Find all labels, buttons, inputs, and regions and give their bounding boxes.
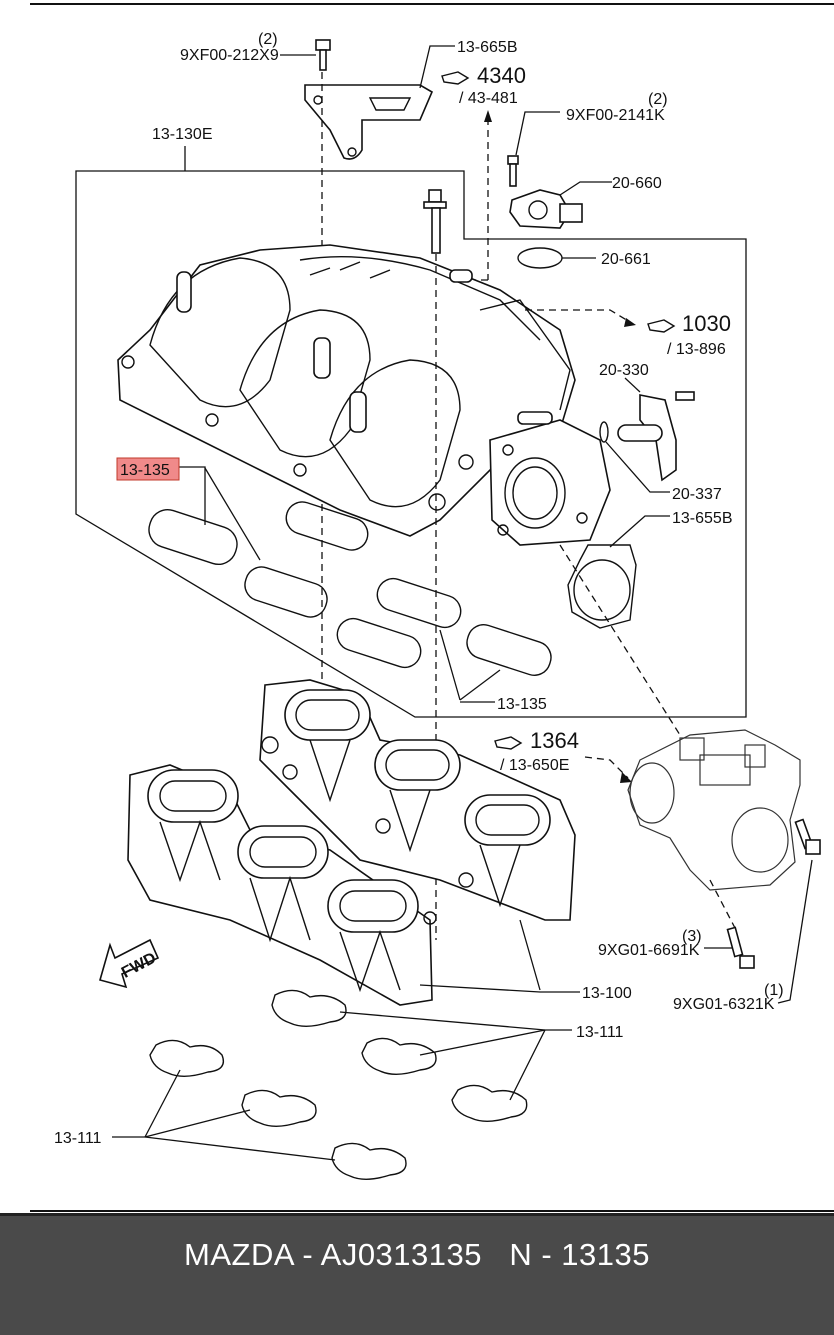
- intake-gaskets-upper: [148, 501, 552, 676]
- label-sensor-bolt-qty: (2): [648, 91, 668, 108]
- ref-icon-4340: [441, 71, 470, 85]
- label-lower-gasket-right: 13-111: [576, 1024, 624, 1041]
- label-lower-gasket-left: 13-111: [54, 1130, 102, 1147]
- ref-icon-1030: [647, 319, 676, 333]
- label-oring: 20-337: [672, 486, 722, 503]
- top-bolt: [315, 39, 331, 71]
- footer-rule: [0, 1213, 834, 1216]
- label-top-bolt-qty: (2): [258, 31, 278, 48]
- highlight-box: [116, 457, 180, 481]
- fwd-arrow: [99, 938, 160, 989]
- label-highlight-part: 13-135: [120, 462, 170, 479]
- manifold-bolt: [423, 189, 447, 254]
- label-sensor-gasket: 20-661: [601, 251, 651, 268]
- label-ref-4340: 4340: [477, 63, 526, 88]
- sensor-20-660: [507, 155, 583, 229]
- label-ref-1030: 1030: [682, 311, 731, 336]
- label-bracket: 13-665B: [457, 39, 518, 56]
- ref-icon-1364: [494, 736, 523, 750]
- lower-intake-manifold: [127, 679, 576, 1006]
- label-upper-assy: 13-130E: [152, 126, 213, 143]
- sensor-gasket: [517, 247, 563, 269]
- label-lower-manifold: 13-100: [582, 985, 632, 1002]
- tb-bolt-2: [794, 818, 821, 855]
- label-tb-bolt1: 9XG01-6691K: [598, 942, 700, 959]
- label-ref-1364-sub: / 13-650E: [500, 757, 569, 774]
- tb-gasket: [567, 544, 637, 629]
- label-ref-1364: 1364: [530, 728, 579, 753]
- tb-bolt-1: [726, 926, 755, 969]
- part-number-footer: MAZDA - AJ0313135 N - 13135: [0, 1213, 834, 1335]
- bracket-13-665b: [304, 84, 434, 160]
- label-tb-bolt2-qty: (1): [764, 982, 784, 999]
- throttle-body-ghost: [627, 729, 801, 891]
- label-tb-gasket: 13-655B: [672, 510, 733, 527]
- label-top-bolt: 9XF00-212X9: [180, 47, 279, 64]
- part-number-text: MAZDA - AJ0313135 N - 13135: [184, 1237, 650, 1272]
- label-ref-4340-sub: / 43-481: [459, 90, 518, 107]
- label-gasket-bottom: 13-135: [497, 696, 547, 713]
- label-ref-1030-sub: / 13-896: [667, 341, 726, 358]
- solenoid-20-330: [617, 391, 695, 482]
- label-solenoid: 20-330: [599, 362, 649, 379]
- assembly-box: [75, 170, 747, 718]
- lower-gaskets: [149, 989, 528, 1180]
- label-tb-bolt2: 9XG01-6321K: [673, 996, 775, 1013]
- label-sensor-bolt: 9XF00-2141K: [566, 107, 665, 124]
- label-tb-bolt1-qty: (3): [682, 928, 702, 945]
- upper-intake-manifold: [117, 244, 611, 546]
- label-sensor: 20-660: [612, 175, 662, 192]
- parts-diagram: (2) 9XF00-212X9 13-665B 4340 / 43-481 (2…: [30, 3, 834, 1212]
